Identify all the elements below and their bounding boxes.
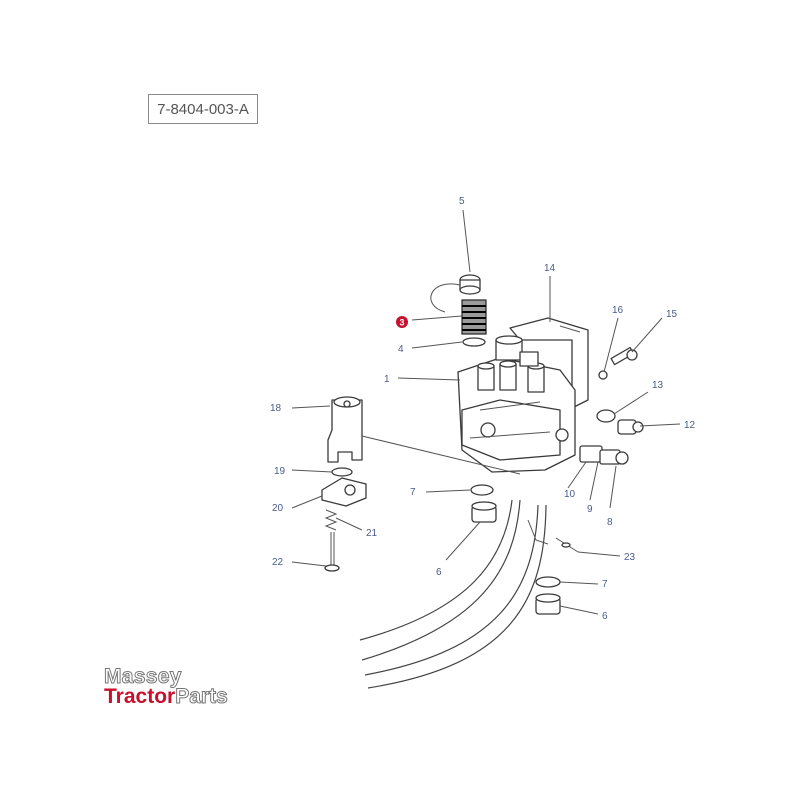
- callout-3: 3: [400, 318, 405, 328]
- callout-18: 18: [270, 403, 282, 414]
- callout-16: 16: [612, 305, 624, 316]
- part-22-pin: [324, 532, 340, 572]
- part-21-spring: [324, 509, 338, 531]
- callout-3-highlight: [396, 316, 408, 328]
- callout-22: 22: [272, 557, 284, 568]
- valve-body: [457, 335, 576, 473]
- part-7-washer-lower: [535, 576, 561, 588]
- callout-4: 4: [398, 344, 404, 355]
- hoses: [359, 499, 547, 689]
- diagram-reference-code: 7-8404-003-A: [148, 94, 258, 124]
- part-5-dust-cap: [430, 274, 481, 313]
- part-18-link: [327, 396, 363, 463]
- part-8-9-10-union: [579, 445, 629, 465]
- callout-1: 1: [384, 374, 390, 385]
- callout-10: 10: [564, 489, 576, 500]
- callout-7-upper: 7: [410, 487, 416, 498]
- part-16-washer: [598, 370, 608, 380]
- callout-21: 21: [366, 528, 378, 539]
- logo-word-tractor: Tractor: [104, 685, 176, 708]
- callout-19: 19: [274, 466, 286, 477]
- callout-20: 20: [272, 503, 284, 514]
- part-23-wire: [527, 519, 579, 553]
- callout-6-lower: 6: [602, 611, 608, 622]
- part-19-washer: [331, 467, 353, 477]
- callout-23: 23: [624, 552, 636, 563]
- callout-15: 15: [666, 309, 678, 320]
- logo-line-massey: Massey: [104, 665, 182, 688]
- part-13-gasket: [596, 409, 616, 423]
- callout-7-lower: 7: [602, 579, 608, 590]
- part-15-bolt: [610, 346, 638, 366]
- part-7-washer-upper: [470, 484, 494, 496]
- callout-9: 9: [587, 504, 593, 515]
- part-6-nut-upper: [471, 501, 497, 523]
- part-3-fitting: [461, 299, 487, 335]
- callout-labels: 5 3 4 1 14 16 15 13 12 18 19 20 21 22 7 …: [270, 196, 696, 622]
- logo-line-tractorparts: TractorParts: [104, 685, 229, 708]
- leader-lines: [291, 209, 681, 615]
- callout-8: 8: [607, 517, 613, 528]
- callout-6-upper: 6: [436, 567, 442, 578]
- mounting-bracket: [509, 317, 589, 409]
- part-12-plug: [617, 419, 644, 435]
- callout-12: 12: [684, 420, 696, 431]
- massey-tractor-parts-logo: Massey TractorParts: [104, 665, 229, 708]
- callout-5: 5: [459, 196, 465, 207]
- part-4-o-ring: [462, 337, 486, 347]
- part-20-plate: [321, 477, 367, 507]
- callout-13: 13: [652, 380, 664, 391]
- part-6-nut-lower: [535, 593, 561, 615]
- logo-word-parts: Parts: [175, 685, 229, 708]
- callout-14: 14: [544, 263, 556, 274]
